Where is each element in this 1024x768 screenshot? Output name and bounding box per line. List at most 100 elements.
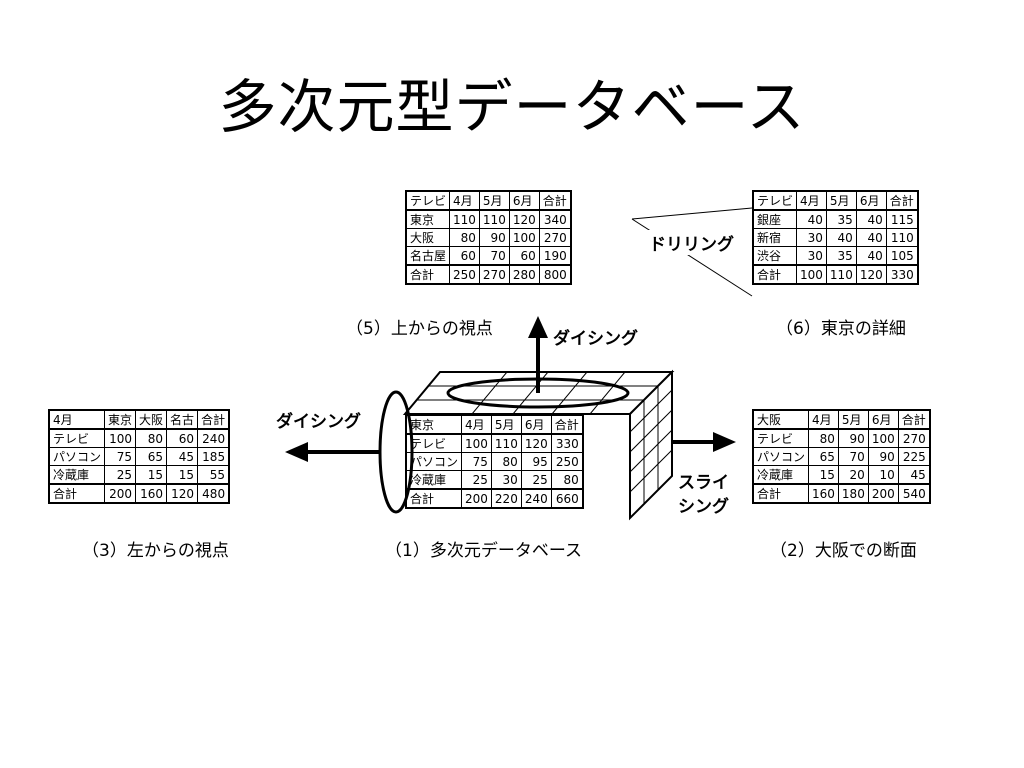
row-label-cell: 大阪 <box>752 409 810 430</box>
table-cell: 280 <box>508 264 540 285</box>
table-cell: 115 <box>885 209 919 229</box>
label-slicing-2: シング <box>678 497 729 517</box>
table-cell: 225 <box>897 447 931 466</box>
caption-top-view: （5）上からの視点 <box>346 319 493 339</box>
table-cell: 220 <box>490 488 522 509</box>
table-cell: 45 <box>897 465 931 485</box>
table-cell: 10 <box>867 465 899 485</box>
drill-line-upper <box>631 207 753 220</box>
caption-osaka-slice: （2）大阪での断面 <box>770 541 917 561</box>
table-cell: 30 <box>796 246 827 266</box>
row-label-cell: パソコン <box>48 447 106 466</box>
row-label-cell: 合計 <box>752 264 798 285</box>
table-cell: 270 <box>478 264 510 285</box>
table-cell: 120 <box>855 264 887 285</box>
table-cell: 5月 <box>825 190 857 211</box>
table-cell: 540 <box>897 483 931 504</box>
table-cell: 250 <box>449 264 480 285</box>
table-cell: 6月 <box>508 190 540 211</box>
label-slicing-1: スライ <box>678 473 729 493</box>
table-cell: 100 <box>796 264 827 285</box>
table-cell: 6月 <box>520 414 552 435</box>
table-cell: 6月 <box>855 190 887 211</box>
table-cell: 250 <box>550 452 584 471</box>
page-title: 多次元型データベース <box>218 73 806 141</box>
table-cell: 70 <box>837 447 869 466</box>
table-cell: 40 <box>825 228 857 247</box>
table-cell: 20 <box>837 465 869 485</box>
table-cell: 240 <box>520 488 552 509</box>
right-arrow-icon <box>713 432 736 452</box>
table-cell: 340 <box>538 209 572 229</box>
table-cell: 190 <box>538 246 572 266</box>
caption-multidim-db: （1）多次元データベース <box>385 541 582 561</box>
row-label-cell: 合計 <box>752 483 810 504</box>
left-slice-ellipse <box>378 390 414 514</box>
label-drilling: ドリリング <box>648 230 735 255</box>
table-cell: 4月 <box>796 190 827 211</box>
table-cell: 合計 <box>538 190 572 211</box>
table-cell: 95 <box>520 452 552 471</box>
table-cell: 40 <box>855 228 887 247</box>
table-cell: 40 <box>855 209 887 229</box>
label-dicing-top: ダイシング <box>553 329 638 349</box>
table-cell: 30 <box>490 470 522 490</box>
table-cell: 40 <box>796 209 827 229</box>
table-cell: 330 <box>550 433 584 453</box>
row-label-cell: 大阪 <box>405 228 451 247</box>
table-cell: 110 <box>885 228 919 247</box>
table-cell: 200 <box>867 483 899 504</box>
row-label-cell: 冷蔵庫 <box>405 470 463 490</box>
row-label-cell: 冷蔵庫 <box>48 465 106 485</box>
table-cell: 160 <box>808 483 839 504</box>
table-cell: 270 <box>538 228 572 247</box>
table-cell: 4月 <box>461 414 492 435</box>
row-label-cell: パソコン <box>752 447 810 466</box>
table-cell: 5月 <box>478 190 510 211</box>
table-cell: 100 <box>104 428 137 448</box>
row-label-cell: 合計 <box>405 488 463 509</box>
table-cell: 180 <box>837 483 869 504</box>
table-cell: 200 <box>104 483 137 504</box>
table-cell: 100 <box>867 428 899 448</box>
table-header-row: 4月東京大阪名古合計 <box>48 409 230 430</box>
cube-right-face <box>629 369 673 521</box>
table-cell: 75 <box>104 447 137 466</box>
caption-tokyo-detail: （6）東京の詳細 <box>776 319 906 339</box>
table-cell: 80 <box>490 452 522 471</box>
table-cell: 5月 <box>837 409 869 430</box>
table-cell: 25 <box>104 465 137 485</box>
row-label-cell: 東京 <box>405 414 463 435</box>
table-cell: 65 <box>808 447 839 466</box>
label-dicing-left: ダイシング <box>276 412 361 432</box>
table-cell: 5月 <box>490 414 522 435</box>
row-label-cell: 冷蔵庫 <box>752 465 810 485</box>
table-cell: 200 <box>461 488 492 509</box>
table-cell: 120 <box>508 209 540 229</box>
row-label-cell: 合計 <box>405 264 451 285</box>
table-cell: 合計 <box>885 190 919 211</box>
table-cell: 80 <box>449 228 480 247</box>
table-cell: 90 <box>867 447 899 466</box>
row-label-cell: テレビ <box>752 428 810 448</box>
table-cell: 660 <box>550 488 584 509</box>
table-cell: 110 <box>449 209 480 229</box>
table-cell: 45 <box>166 447 199 466</box>
